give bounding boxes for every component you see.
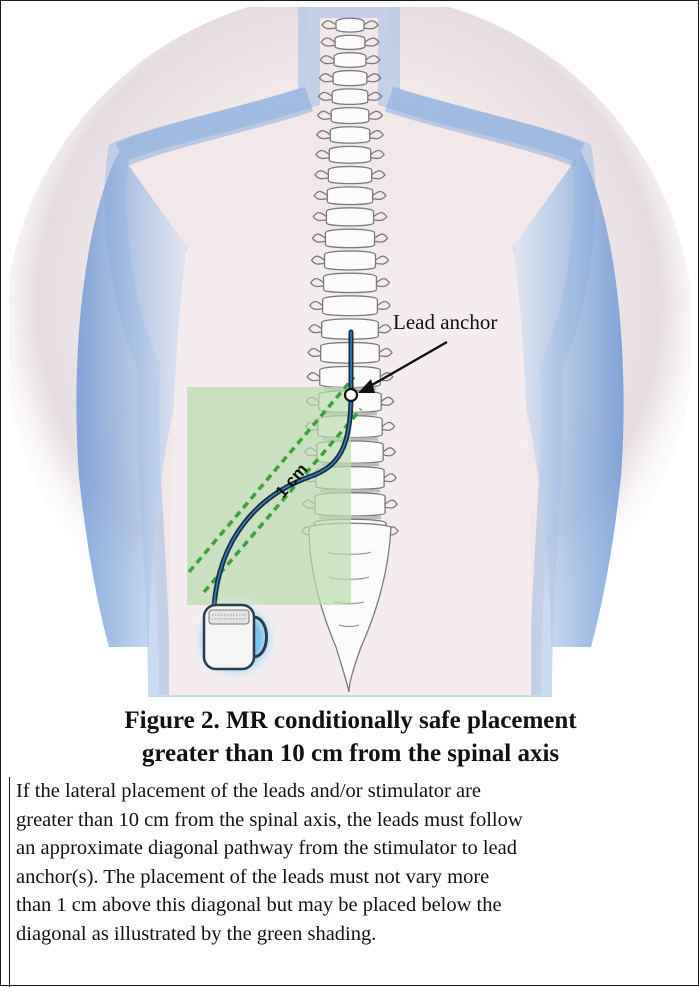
vertebra <box>331 108 369 124</box>
lead-anchor-circle-icon <box>345 389 357 401</box>
vertebra <box>329 146 370 163</box>
vertebra <box>327 187 372 205</box>
vertebra <box>326 208 373 226</box>
vertebra <box>333 71 367 86</box>
vertebra <box>335 35 365 49</box>
caption-line: than 1 cm above this diagonal but may be… <box>16 891 697 920</box>
caption-line: diagonal as illustrated by the green sha… <box>16 920 697 949</box>
caption-line: anchor(s). The placement of the leads mu… <box>16 863 697 892</box>
figure-caption: If the lateral placement of the leads an… <box>9 777 697 987</box>
lead-anchor-label: Lead anchor <box>393 310 497 334</box>
anatomy-illustration: Lead anchor 1 cm <box>9 7 691 697</box>
vertebra <box>336 18 364 32</box>
vertebra <box>332 89 368 104</box>
caption-line: an approximate diagonal pathway from the… <box>16 834 697 863</box>
vertebra <box>325 229 374 248</box>
figure-title: Figure 2. MR conditionally safe placemen… <box>1 704 699 770</box>
vertebra <box>324 273 377 292</box>
caption-line: greater than 10 cm from the spinal axis,… <box>16 806 697 835</box>
vertebra <box>328 166 371 183</box>
caption-line: If the lateral placement of the leads an… <box>16 777 697 806</box>
vertebra <box>325 251 376 270</box>
figure-title-line-1: Figure 2. MR conditionally safe placemen… <box>1 704 699 737</box>
figure-title-line-2: greater than 10 cm from the spinal axis <box>1 737 699 770</box>
implant-device-icon <box>189 595 281 683</box>
vertebra <box>334 53 366 68</box>
vertebra <box>323 296 378 316</box>
vertebra <box>330 127 369 143</box>
